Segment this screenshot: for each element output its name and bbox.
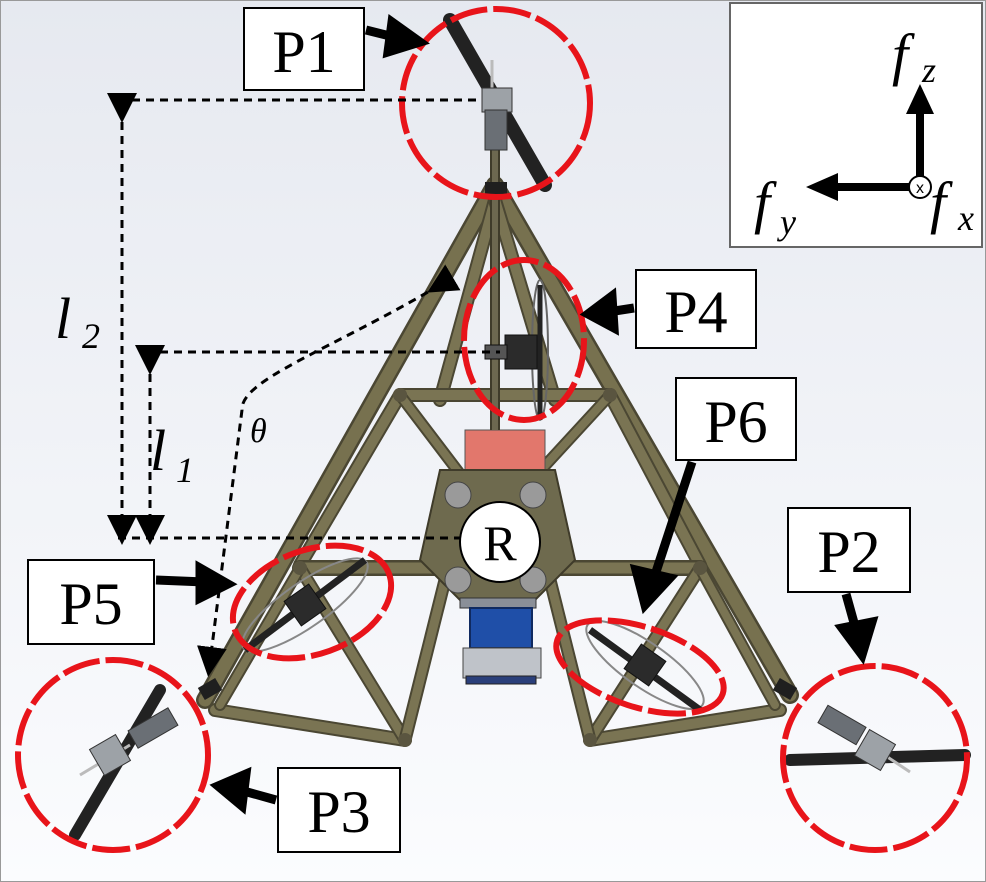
frame-clamp — [485, 182, 507, 194]
frame-strut — [696, 564, 779, 709]
frame-strut — [585, 705, 785, 745]
frame-strut — [210, 705, 410, 745]
arrow-p6-head — [629, 563, 679, 615]
label-box-p4 — [635, 269, 757, 349]
frame-clamp — [772, 677, 798, 701]
dimension-labels: l 2 l 1 θ — [55, 286, 267, 490]
motor-body — [88, 733, 132, 777]
blue-motor — [469, 607, 533, 649]
frame-strut — [545, 575, 595, 745]
arrow-p4-head — [579, 287, 619, 336]
motor-body — [481, 87, 513, 113]
arrow-p2-head — [834, 616, 879, 665]
label-box-p1 — [243, 7, 365, 91]
rotor-p4 — [484, 279, 549, 421]
motor-ring — [465, 675, 537, 685]
frame-joint — [398, 733, 412, 747]
label-p6: P6 — [704, 389, 767, 455]
rotor-p6 — [585, 619, 705, 713]
label-p3: P3 — [307, 779, 370, 845]
label-box-p3 — [277, 767, 401, 853]
l1-subscript: 1 — [176, 450, 194, 490]
rotor-labels: P1 P4 P6 P5 P2 P3 — [27, 7, 911, 853]
frame-joint — [603, 388, 617, 402]
fy-arrowhead — [806, 173, 838, 201]
motor-arm — [484, 109, 508, 151]
frame-clamp — [197, 677, 223, 701]
fx-axis-into-page — [908, 175, 932, 199]
fz-subscript: z — [921, 50, 936, 90]
label-box-p5 — [27, 559, 155, 645]
pointer-arrows — [155, 13, 879, 815]
frame-joint — [293, 561, 307, 575]
frame-strut — [605, 390, 705, 570]
motor-arm — [127, 707, 179, 749]
rotor-p2 — [784, 704, 971, 774]
frame-strut — [488, 178, 797, 702]
l2-subscript: 2 — [82, 316, 100, 356]
center-reference-circle — [459, 501, 541, 583]
label-box-p6 — [675, 377, 797, 461]
motor-body — [504, 334, 538, 370]
highlight-p4 — [461, 257, 587, 423]
rotor-p3 — [69, 684, 179, 841]
arrow-p1-head — [382, 13, 430, 59]
propeller-disc — [585, 619, 705, 711]
arrow-p3-head — [209, 766, 252, 815]
frame-joint — [693, 561, 707, 575]
label-p2: P2 — [817, 519, 880, 585]
dimension-lines — [107, 93, 500, 677]
highlight-p2 — [780, 663, 970, 853]
joint-sphere — [519, 566, 547, 594]
frame-strut — [490, 195, 560, 405]
label-p4: P4 — [664, 279, 727, 345]
label-p1: P1 — [272, 19, 335, 85]
highlight-p1 — [399, 6, 593, 200]
motor-body — [623, 643, 667, 687]
joint-sphere — [444, 566, 472, 594]
axes-box — [729, 2, 983, 248]
motor-mount — [459, 597, 537, 609]
joint-sphere — [519, 481, 547, 509]
highlight-p6 — [553, 617, 727, 717]
arrow-p6 — [650, 460, 697, 577]
l2-label: l — [55, 286, 71, 351]
fy-subscript: y — [777, 202, 796, 242]
fx-x-marker: x — [916, 180, 924, 197]
center-label: R — [483, 515, 517, 571]
theta-arc — [197, 264, 461, 677]
motor-body — [853, 728, 897, 772]
theta-label: θ — [250, 413, 267, 450]
label-p5: P5 — [59, 571, 122, 637]
rotor-p1 — [443, 13, 552, 192]
frame-joint — [393, 388, 407, 402]
motor-arm — [817, 704, 867, 746]
motor-base — [462, 647, 542, 679]
l1-label: l — [150, 418, 166, 483]
highlight-p3 — [15, 657, 211, 853]
fz-arrowhead — [906, 84, 934, 114]
label-box-p2 — [787, 507, 911, 593]
axes-inset: x f z f y f x — [729, 2, 983, 248]
joint-sphere — [444, 481, 472, 509]
fx-subscript: x — [957, 198, 974, 238]
frame-joint — [583, 733, 597, 747]
arrow-p5-head — [195, 560, 238, 606]
